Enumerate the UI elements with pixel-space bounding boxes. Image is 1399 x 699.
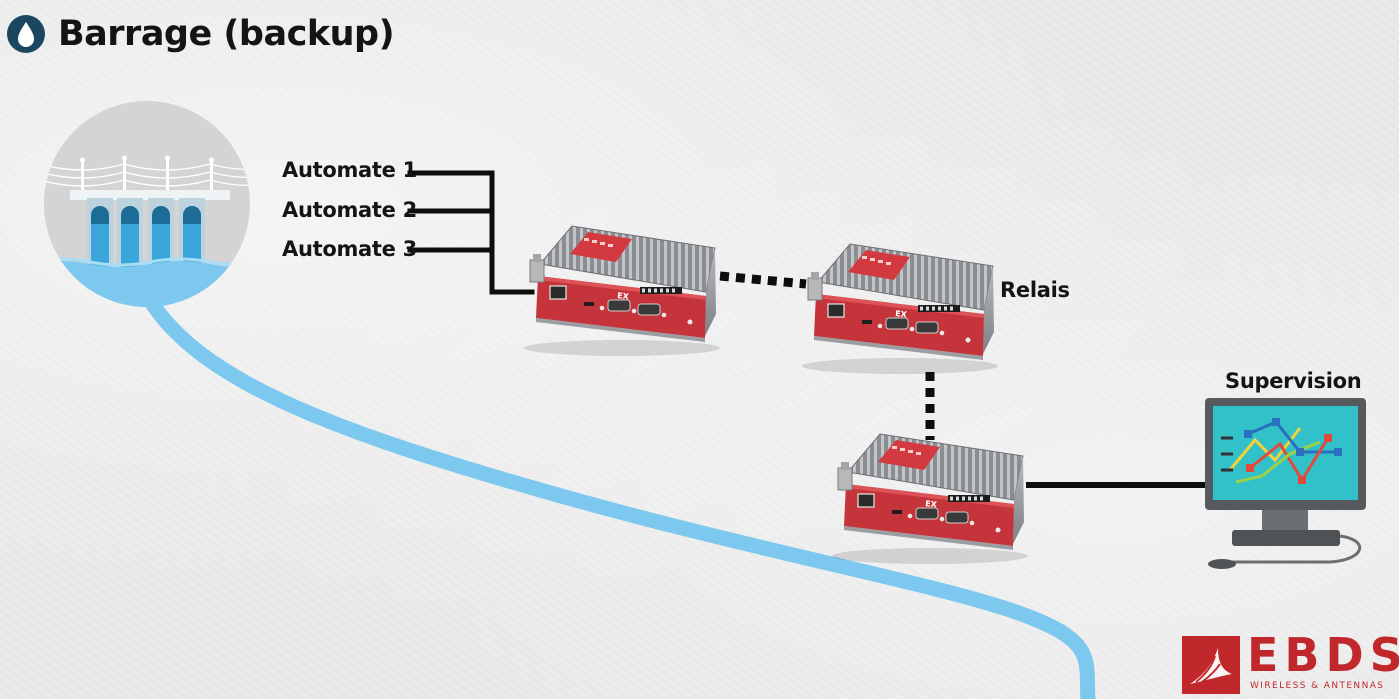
modem-supervision: EX [831, 433, 1029, 565]
radio-link-relais [719, 271, 807, 289]
modem-brand: EX [617, 291, 630, 301]
page-header: Barrage (backup) [6, 14, 395, 54]
modem-relais: EX [801, 243, 999, 375]
label-automate-2: Automate 2 [282, 198, 417, 222]
label-automate-3: Automate 3 [282, 237, 417, 261]
water-drop-icon [7, 15, 45, 53]
river [142, 292, 1096, 699]
logo-name: EBDS [1247, 628, 1399, 682]
ebds-logo: EBDS WIRELESS & ANTENNAS [1182, 628, 1399, 696]
modem-site: EX [523, 225, 721, 357]
label-automate-1: Automate 1 [282, 158, 417, 182]
dam-icon [44, 101, 250, 307]
page-title: Barrage (backup) [58, 14, 395, 54]
modem-brand: EX [895, 309, 908, 319]
wire-to-modem-1 [489, 170, 535, 295]
modem-brand: EX [925, 499, 938, 509]
logo-tagline: WIRELESS & ANTENNAS [1250, 681, 1385, 691]
label-relais: Relais [1000, 278, 1070, 302]
ebds-emblem-icon [1182, 636, 1240, 694]
automate-bus [407, 170, 535, 295]
label-supervision: Supervision [1225, 369, 1362, 393]
monitor-chart-icon [1205, 398, 1366, 569]
